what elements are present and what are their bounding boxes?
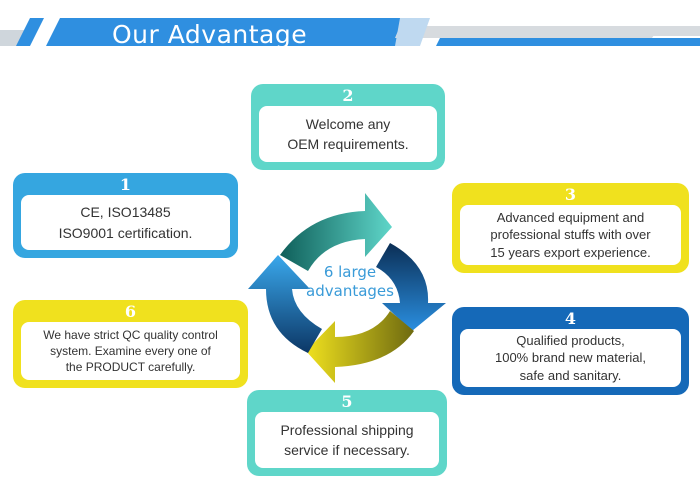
card-number: 5 — [341, 392, 353, 411]
card-text: CE, ISO13485 ISO9001 certification. — [58, 204, 193, 241]
card-number: 3 — [564, 185, 577, 204]
card-number: 1 — [119, 175, 132, 194]
advantage-card-5: 5 Professional shipping service if neces… — [247, 390, 447, 476]
page-title: Our Advantage — [112, 20, 308, 49]
banner-stripes — [0, 18, 700, 46]
teal-arrow — [280, 193, 392, 271]
advantage-card-1: 1 CE, ISO13485 ISO9001 certification. — [13, 173, 238, 258]
card-number: 6 — [124, 302, 137, 321]
card-number: 2 — [342, 86, 354, 105]
cycle-arrows-graphic — [248, 193, 446, 383]
advantage-card-6: 6 We have strict QC quality control syst… — [13, 300, 248, 388]
advantage-card-3: 3 Advanced equipment and professional st… — [452, 183, 689, 273]
card-text: Welcome any OEM requirements. — [287, 115, 409, 152]
card-text: Advanced equipment and professional stuf… — [490, 209, 651, 260]
center-label-line2: advantages — [306, 281, 394, 300]
card-number: 4 — [564, 309, 577, 328]
center-label: 6 large advantages — [280, 263, 420, 301]
card-text: Qualified products, 100% brand new mater… — [494, 332, 647, 383]
light-blue-arrow — [248, 255, 322, 353]
advantage-card-2: 2 Welcome any OEM requirements. — [251, 84, 445, 170]
advantage-card-4: 4 Qualified products, 100% brand new mat… — [452, 307, 689, 395]
header-banner: Our Advantage — [0, 0, 700, 62]
yellow-arrow — [306, 311, 414, 383]
dark-blue-arrow — [376, 243, 446, 331]
card-text: Professional shipping service if necessa… — [280, 421, 414, 458]
center-label-line1: 6 large — [323, 263, 377, 281]
card-text: We have strict QC quality control system… — [43, 327, 218, 375]
